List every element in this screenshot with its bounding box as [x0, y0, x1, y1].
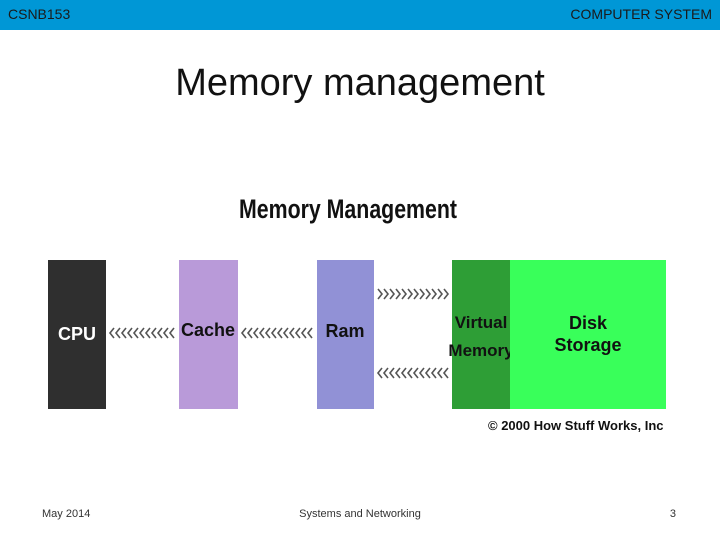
arrow-ram-to-virtual-memory [377, 288, 449, 300]
arrow-ram-to-cache [241, 327, 313, 339]
virtual-memory-label-line1: Virtual [455, 313, 508, 332]
copyright-notice: © 2000 How Stuff Works, Inc [488, 418, 664, 433]
header-bar [0, 0, 720, 30]
arrow-virtual-memory-to-ram [377, 367, 449, 379]
ram-label: Ram [325, 321, 364, 341]
disk-storage-label-line1: Disk [569, 313, 608, 333]
cache-block [179, 260, 238, 409]
page-number: 3 [669, 508, 676, 520]
memory-management-diagram: Memory Management CPU Cache Ram Virtual … [48, 194, 666, 433]
course-code: CSNB153 [8, 6, 71, 22]
slide-title: Memory management [175, 62, 545, 104]
virtual-memory-block [452, 260, 510, 409]
ram-block [317, 260, 374, 409]
arrow-cache-to-cpu [109, 327, 175, 339]
course-name: COMPUTER SYSTEM [570, 6, 712, 22]
disk-storage-label-line2: Storage [554, 335, 621, 355]
footer-subject: Systems and Networking [299, 508, 421, 520]
footer-date: May 2014 [42, 508, 91, 520]
virtual-memory-label-line2: Memory [448, 341, 514, 360]
cpu-label: CPU [58, 324, 96, 344]
diagram-heading: Memory Management [239, 194, 457, 224]
cpu-block [48, 260, 106, 409]
cache-label: Cache [181, 320, 235, 340]
disk-storage-block [510, 260, 666, 409]
